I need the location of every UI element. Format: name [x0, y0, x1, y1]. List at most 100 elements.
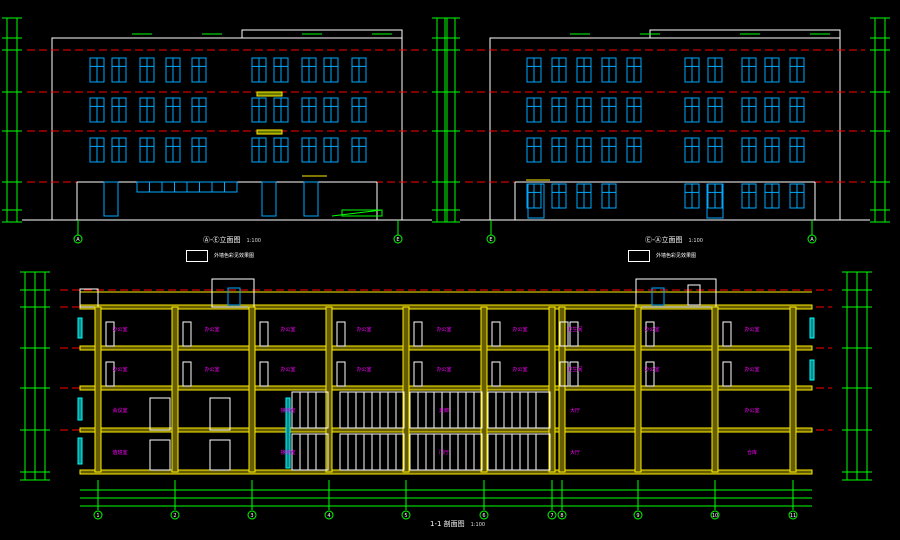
- front-elevation-canopy-0: [256, 91, 283, 97]
- section-door-2: [149, 439, 171, 471]
- room-label-floor4-4: 办公室: [436, 326, 451, 333]
- section-title: 1-1 剖面图 1:100: [430, 519, 485, 529]
- section-axis-bubble-1-label: 2: [173, 513, 176, 519]
- back-elevation-door-right: [706, 183, 724, 219]
- section-axis-bubble-3: [324, 510, 334, 520]
- room-label-floor1-1: 接待室: [280, 449, 295, 456]
- section-glazing-2c: [409, 391, 483, 429]
- room-label-floor2-0: 会议室: [112, 407, 127, 414]
- front-elevation-door-0: [103, 181, 119, 217]
- section-upper-door-f4-6: [559, 321, 569, 347]
- section-upper-door-f3-3: [336, 361, 346, 387]
- room-label-floor1-3: 大厅: [570, 449, 580, 456]
- section-column-4: [402, 306, 410, 473]
- section-axis-bubble-4-label: 5: [404, 513, 407, 519]
- section-column-0: [94, 306, 102, 473]
- section-axis-bubble-3-label: 4: [327, 513, 330, 519]
- section-glazing-1a: [291, 433, 329, 471]
- section-axis-bubble-8: [633, 510, 643, 520]
- room-label-floor1-2: 门厅: [439, 449, 449, 456]
- section-column-3: [325, 306, 333, 473]
- section-wall-cap-left-4: [77, 317, 83, 339]
- back-axis-bubble-1: [807, 234, 817, 244]
- room-label-floor3-4: 办公室: [436, 366, 451, 373]
- room-label-floor2-4: 办公室: [744, 407, 759, 414]
- section-upper-door-f3-5: [491, 361, 501, 387]
- section-column-2: [248, 306, 256, 473]
- section-wall-cap-left-1: [77, 437, 83, 465]
- section-stair-tower-left: [211, 278, 255, 308]
- section-axis-bubble-4: [401, 510, 411, 520]
- section-upper-door-f3-4: [413, 361, 423, 387]
- section-column-7: [558, 306, 566, 473]
- section-upper-door-f4-7: [569, 321, 579, 347]
- section-title-text: 1-1 剖面图: [430, 520, 465, 528]
- room-label-floor4-5: 办公室: [512, 326, 527, 333]
- section-upper-door-f4-3: [336, 321, 346, 347]
- front-elevation-canopy-1: [256, 129, 283, 135]
- section-glazing-2a: [291, 391, 329, 429]
- section-axis-bubble-0: [93, 510, 103, 520]
- section-upper-door-f4-2: [259, 321, 269, 347]
- section-axis-bubble-0-label: 1: [96, 513, 99, 519]
- front-elevation-roof-tower: [241, 29, 403, 38]
- room-label-floor4-8: 办公室: [744, 326, 759, 333]
- section-upper-door-f4-0: [105, 321, 115, 347]
- front-elevation-ramp-rail: [341, 209, 383, 217]
- section-upper-door-f4-5: [491, 321, 501, 347]
- room-label-floor2-3: 大厅: [570, 407, 580, 414]
- window-layer: [89, 57, 805, 306]
- section-axis-bubble-9-label: 10: [712, 513, 718, 519]
- front-axis-bubble-0: [73, 234, 83, 244]
- back-elevation-door-left: [527, 183, 545, 219]
- back-elevation-note-box: [628, 250, 650, 262]
- section-tower-door-right: [687, 284, 701, 306]
- front-axis-bubble-1-label: E: [396, 237, 399, 243]
- front-elevation-ramp: [331, 209, 383, 217]
- section-scale: 1:100: [470, 522, 486, 528]
- section-upper-door-f3-1: [182, 361, 192, 387]
- section-upper-door-f3-7: [569, 361, 579, 387]
- section-glazing-1d: [487, 433, 551, 471]
- section-column-10: [789, 306, 797, 473]
- section-axis-bubble-5: [479, 510, 489, 520]
- section-column-6: [548, 306, 556, 473]
- section-door-0: [149, 397, 171, 431]
- back-axis-bubble-1-label: A: [810, 237, 814, 243]
- front-elevation-note: 外墙色彩见效果图: [214, 253, 255, 259]
- section-axis-bubble-10: [788, 510, 798, 520]
- section-tower-window-left: [227, 287, 241, 306]
- section-tower-window-right: [651, 287, 665, 306]
- room-label-floor4-0: 办公室: [112, 326, 127, 333]
- section-parapet-left: [79, 288, 99, 308]
- section-column-8: [634, 306, 642, 473]
- front-elevation-door-2: [303, 181, 319, 217]
- section-axis-bubble-2-label: 3: [250, 513, 253, 519]
- section-axis-bubble-7: [557, 510, 567, 520]
- back-elevation-scale: 1:100: [688, 238, 703, 244]
- room-label-floor4-1: 办公室: [204, 326, 219, 333]
- room-label-floor3-5: 办公室: [512, 366, 527, 373]
- section-upper-door-f4-1: [182, 321, 192, 347]
- front-elevation-note-box: [186, 250, 208, 262]
- section-axis-bubble-2: [247, 510, 257, 520]
- room-label-floor3-1: 办公室: [204, 366, 219, 373]
- section-upper-door-f3-9: [722, 361, 732, 387]
- section-axis-bubble-7-label: 8: [560, 513, 563, 519]
- section-upper-door-f3-6: [559, 361, 569, 387]
- section-slab-2: [79, 385, 813, 391]
- section-glazing-2d: [487, 391, 551, 429]
- section-upper-door-f3-8: [645, 361, 655, 387]
- room-label-floor4-3: 办公室: [356, 326, 371, 333]
- section-wall-core: [285, 397, 291, 469]
- section-upper-door-f4-8: [645, 321, 655, 347]
- drawing-static-frame: [2, 17, 890, 510]
- room-label-floor3-2: 办公室: [280, 366, 295, 373]
- room-label-layer: 办公室办公室办公室办公室办公室办公室卫生间办公室办公室办公室办公室办公室办公室办…: [112, 326, 759, 456]
- section-axis-bubble-5-label: 6: [482, 513, 485, 519]
- section-column-1: [171, 306, 179, 473]
